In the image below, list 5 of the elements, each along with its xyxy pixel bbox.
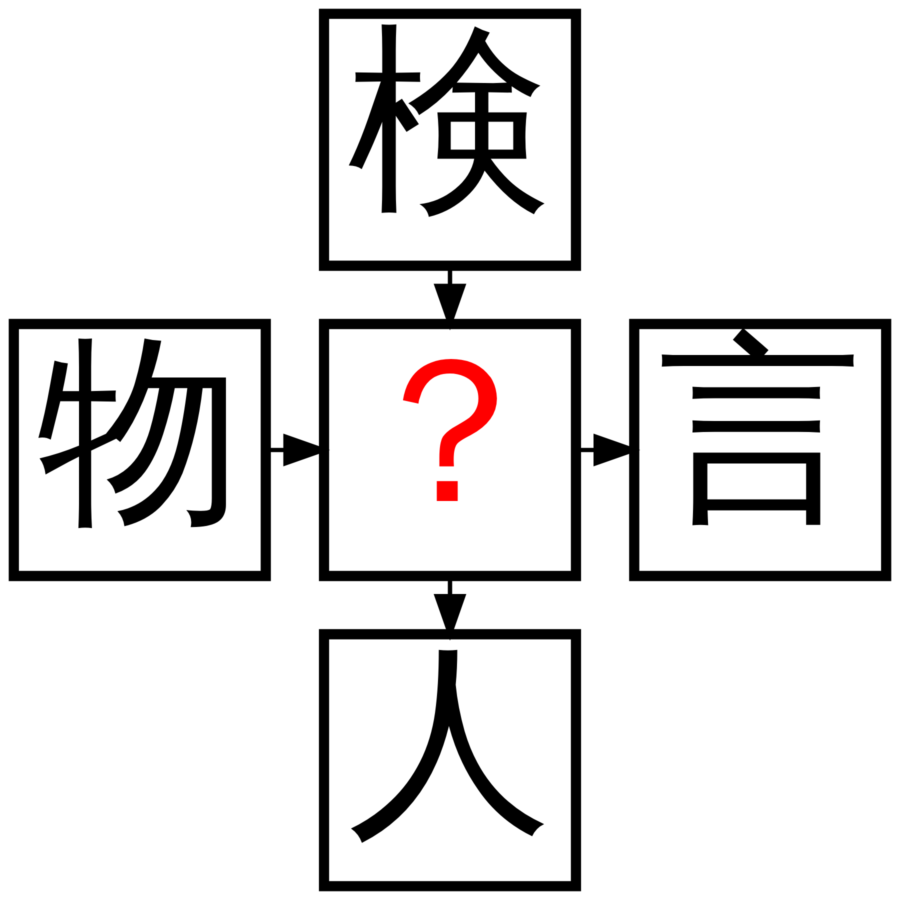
node-box: 物 — [8, 318, 271, 582]
node-box: 人 — [318, 629, 582, 892]
node-box: ？ — [318, 318, 582, 582]
node-box: 検 — [318, 8, 582, 271]
node-box: 言 — [629, 318, 892, 582]
